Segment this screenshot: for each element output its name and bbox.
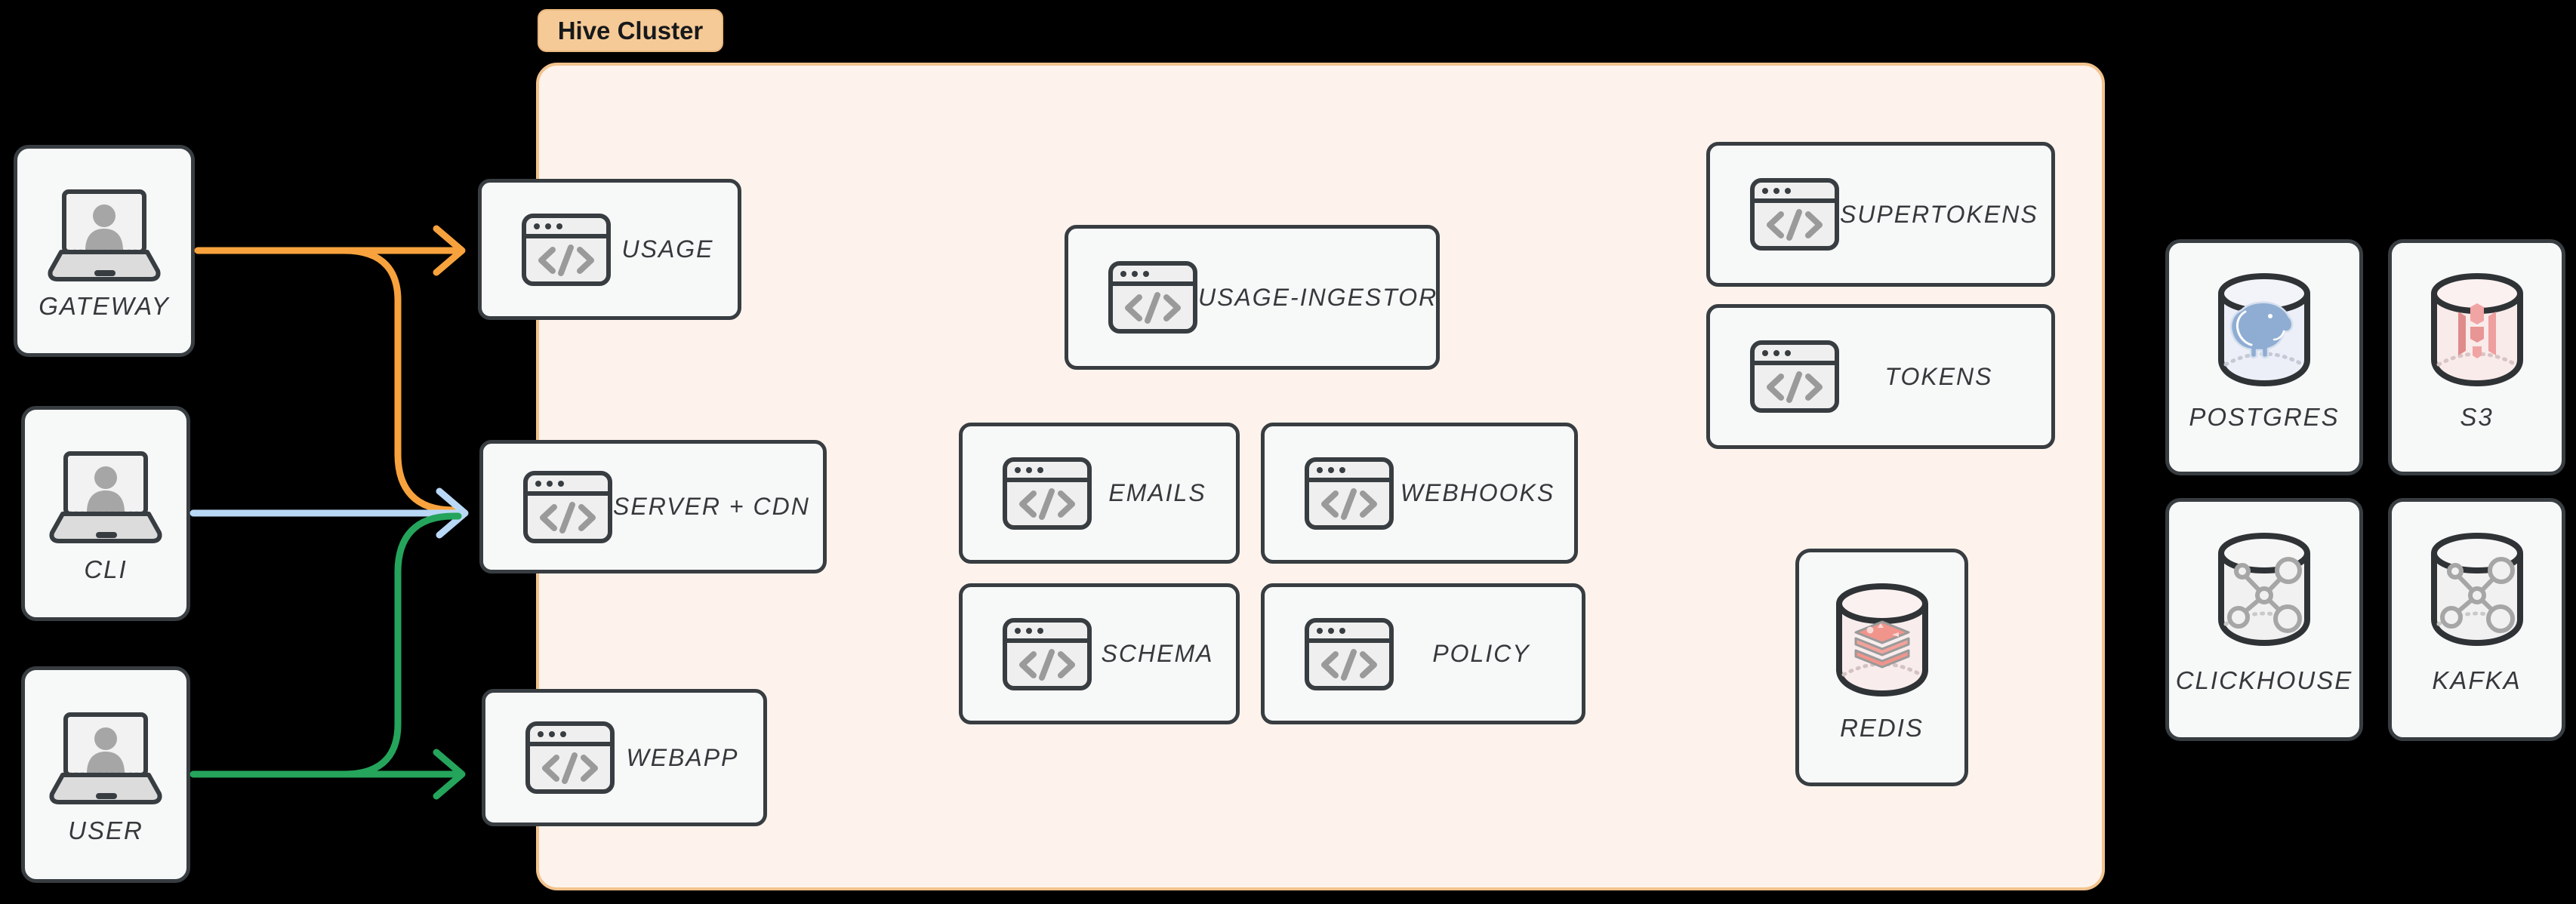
node-label: USAGE	[621, 235, 714, 263]
node-label: WEBAPP	[626, 743, 739, 771]
node-redis: REDIS	[1795, 549, 1968, 786]
code-window-icon	[1002, 457, 1092, 530]
node-label: POSTGRES	[2189, 403, 2340, 432]
node-label: SUPERTOKENS	[1840, 200, 2038, 228]
node-label: TOKENS	[1884, 362, 1993, 390]
code-window-icon	[1749, 340, 1840, 414]
node-usage: USAGE	[478, 179, 741, 320]
node-usage-ingestor: USAGE-INGESTOR	[1065, 225, 1440, 370]
hive-cluster-badge: Hive Cluster	[538, 9, 723, 52]
postgres-database-icon	[2218, 273, 2310, 387]
node-label: S3	[2460, 403, 2494, 432]
edge-gateway-usage-arrowhead	[433, 225, 466, 276]
node-label: KAFKA	[2432, 666, 2522, 695]
node-supertokens: SUPERTOKENS	[1706, 142, 2055, 287]
code-window-icon	[1749, 177, 1840, 251]
node-webhooks: WEBHOOKS	[1261, 423, 1578, 564]
code-window-icon	[1002, 617, 1092, 691]
s3-bucket-icon	[2430, 273, 2523, 387]
kafka-database-icon	[2420, 527, 2534, 648]
node-label: CLICKHOUSE	[2175, 666, 2353, 695]
clickhouse-database-icon	[2208, 527, 2321, 648]
node-postgres: POSTGRES	[2165, 239, 2363, 475]
node-clickhouse: CLICKHOUSE	[2165, 498, 2363, 741]
node-cli: CLI	[21, 406, 190, 621]
node-user: USER	[21, 666, 190, 883]
edge-user-webapp-arrowhead	[433, 749, 466, 800]
node-label: REDIS	[1840, 713, 1924, 742]
node-label: CLI	[84, 555, 128, 583]
hive-cluster-badge-label: Hive Cluster	[557, 16, 704, 45]
node-server-cdn: SERVER + CDN	[479, 440, 827, 573]
edge-gateway-servercdn	[340, 247, 462, 514]
node-label: WEBHOOKS	[1400, 479, 1555, 506]
node-tokens: TOKENS	[1706, 304, 2055, 449]
code-window-icon	[521, 213, 612, 287]
node-label: EMAILS	[1108, 479, 1206, 506]
node-s3: S3	[2388, 239, 2565, 475]
code-window-icon	[522, 470, 613, 544]
edge-cli-servercdn-arrowhead	[436, 487, 469, 539]
laptop-user-icon	[42, 710, 170, 808]
code-window-icon	[1108, 260, 1198, 334]
node-webapp: WEBAPP	[482, 689, 767, 826]
node-policy: POLICY	[1261, 583, 1585, 724]
redis-database-icon	[1835, 583, 1928, 696]
code-window-icon	[1304, 617, 1394, 691]
node-label: USAGE-INGESTOR	[1198, 283, 1438, 311]
node-gateway: GATEWAY	[14, 145, 195, 357]
node-label: SCHEMA	[1101, 640, 1214, 667]
node-label: GATEWAY	[39, 291, 170, 320]
node-label: POLICY	[1432, 640, 1530, 667]
edge-user-servercdn	[340, 512, 462, 778]
code-window-icon	[1304, 457, 1394, 530]
node-label: SERVER + CDN	[613, 493, 810, 520]
laptop-user-icon	[40, 187, 168, 285]
node-kafka: KAFKA	[2388, 498, 2565, 741]
code-window-icon	[525, 721, 615, 795]
node-schema: SCHEMA	[959, 583, 1240, 724]
laptop-user-icon	[42, 449, 170, 547]
node-label: USER	[68, 816, 143, 844]
node-emails: EMAILS	[959, 423, 1240, 564]
